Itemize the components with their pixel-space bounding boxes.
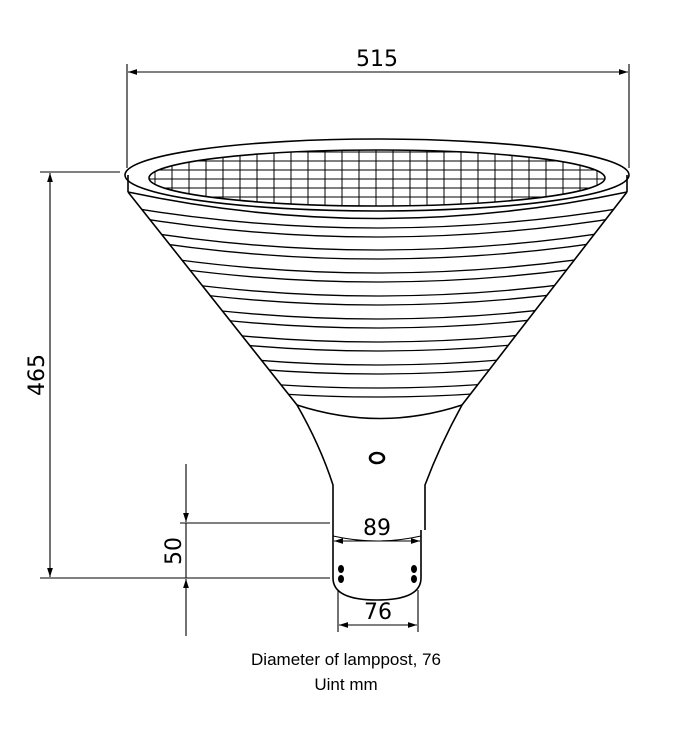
bolt-icon: [338, 575, 344, 583]
cone-band-line: [127, 342, 628, 366]
caption-diameter: Diameter of lamppost, 76: [251, 650, 441, 669]
bolt-icon: [411, 575, 417, 583]
cone-band-line: [127, 296, 628, 320]
rim-inner: [148, 149, 606, 207]
dimension-post-diameter: 76: [337, 590, 419, 632]
dimension-neck-length: 50: [162, 464, 330, 636]
cone-band-line: [127, 374, 628, 398]
dimension-neck-width: 89: [334, 516, 420, 544]
cone-band-line: [127, 282, 628, 306]
top-width-label: 515: [356, 47, 398, 72]
cone-band-line: [127, 250, 628, 274]
cone-band-line: [127, 214, 628, 238]
cone-band-line: [127, 365, 628, 389]
screw-icon: [368, 451, 386, 465]
cone-band-line: [127, 227, 628, 251]
dimension-height: 465: [25, 171, 330, 579]
cone-lower-edge: [296, 404, 463, 420]
cone-band-line: [127, 273, 628, 297]
rim-bottom: [127, 175, 628, 192]
bolt-icon: [338, 565, 344, 573]
rim-lower-curve: [127, 191, 628, 220]
height-label: 465: [25, 354, 50, 396]
cone-band-line: [127, 351, 628, 375]
post-diameter-label: 76: [364, 600, 392, 625]
cone-bands: [127, 205, 628, 398]
cone-band-line: [127, 205, 628, 229]
cone-band-line: [127, 319, 628, 343]
cone-band-line: [127, 328, 628, 352]
cone-outline: [127, 191, 628, 530]
caption-unit: Uint mm: [314, 675, 378, 694]
neck-width-label: 89: [363, 516, 391, 541]
bolt-icon: [411, 565, 417, 573]
neck-length-label: 50: [162, 537, 187, 565]
reflector-grid: [149, 150, 605, 206]
dimension-top-width: 515: [126, 47, 630, 168]
cone-band-line: [127, 259, 628, 283]
sleeve-outline: [332, 530, 422, 601]
cone-band-line: [127, 305, 628, 329]
rim-outer: [124, 138, 630, 212]
cone-band-line: [127, 236, 628, 260]
